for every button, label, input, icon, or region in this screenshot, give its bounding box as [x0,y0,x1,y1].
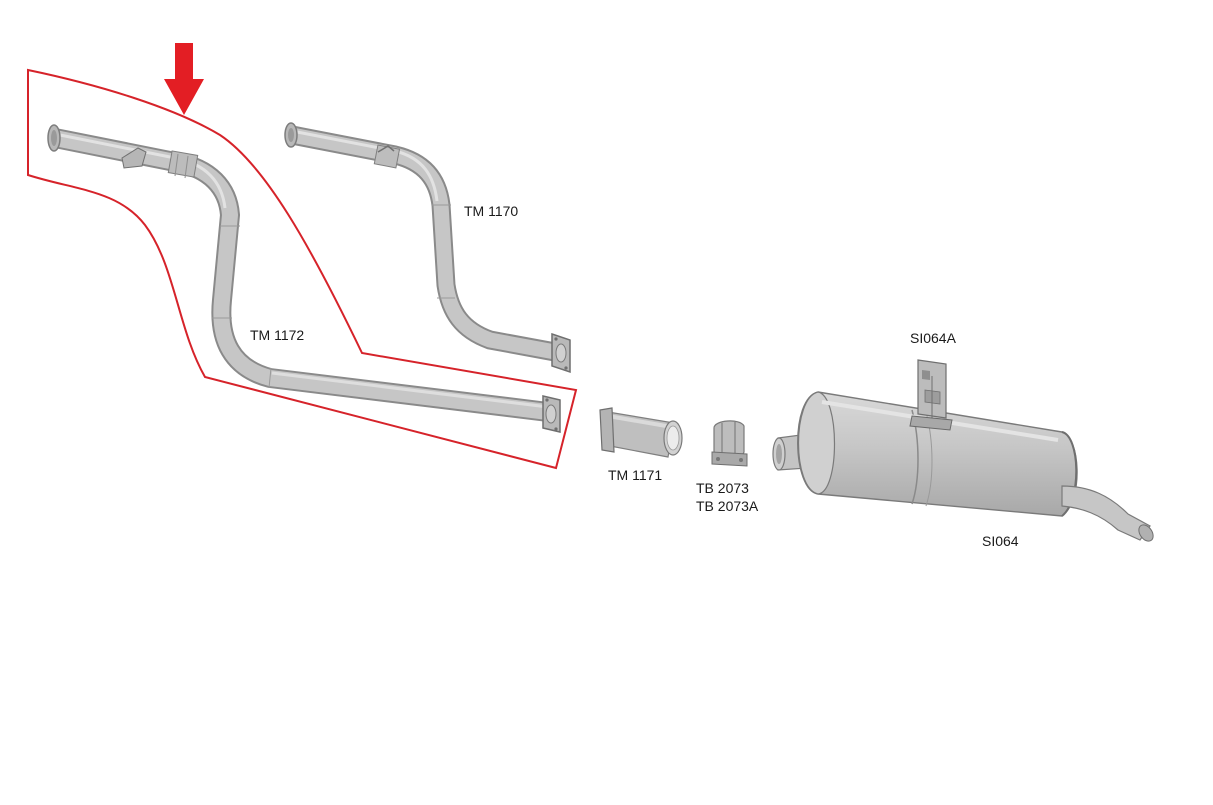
front-pipe-tm1170 [284,122,571,374]
part-label-tb2073: TB 2073 [696,480,749,496]
muffler-si064 [772,391,1154,542]
part-label-si064: SI064 [982,533,1019,549]
part-label-tm1172: TM 1172 [250,327,305,343]
selected-part-outline [27,68,578,470]
part-label-tm1170: TM 1170 [464,203,519,219]
part-label-tb2073a: TB 2073A [696,498,759,514]
down-arrow-icon [164,43,204,115]
part-label-si064a: SI064A [910,330,956,346]
intermediate-pipe-tm1171 [599,407,683,458]
front-pipe-tm1172 [47,124,561,433]
hanger-si064a [909,359,953,431]
part-label-tm1171: TM 1171 [608,467,663,483]
clamp-tb2073 [711,420,748,467]
